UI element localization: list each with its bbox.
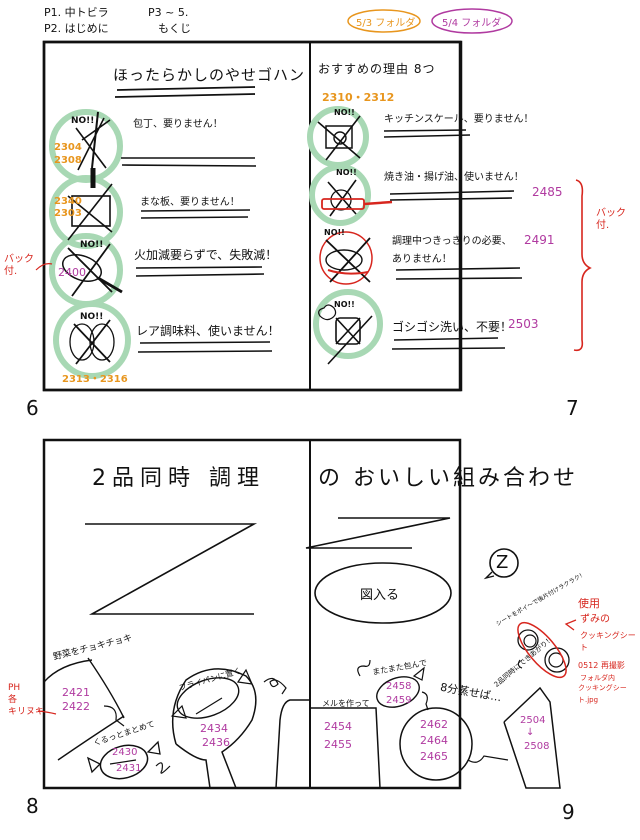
header-note-p1: P1. 中トビラ: [44, 6, 109, 19]
page7-item2-ref: 2485: [532, 185, 563, 199]
page6-item3-ref1: 2400: [58, 266, 86, 279]
page8-note-wrap: くるっとまとめて: [92, 719, 156, 748]
page7-title-refs: 2310・2312: [322, 91, 395, 104]
header-note-p2: P2. はじめに: [44, 22, 109, 35]
page7-item1-no-label: NO!!: [334, 108, 355, 117]
spread-title-right: の おいしい組み合わせ: [318, 466, 578, 491]
header-note-p3-5: P3 ~ 5.: [148, 6, 189, 19]
spread-title-left: 2品同時 調理: [92, 466, 265, 491]
page6-item1-caption: 包丁、要りません！: [133, 119, 223, 130]
page-number-9: 9: [562, 800, 575, 824]
page8-note-place-ref1: 2434: [200, 722, 228, 735]
page-number-8: 8: [26, 794, 39, 818]
page8-note-wrap-ref1: 2430: [112, 747, 138, 758]
page9-note-done-ref2: 2508: [524, 741, 550, 752]
margin-note-left-back: バック 付.: [4, 254, 34, 277]
page6-item3-no-label: NO!!: [80, 240, 104, 250]
page9-note-make-ref1: 2454: [324, 720, 352, 733]
page9-note-make: メルを作って: [322, 699, 370, 708]
page6-title: ほったらかしのやせゴハン: [113, 66, 306, 84]
bubble-letter: Z: [496, 552, 509, 573]
page6-item3-caption: 火加減要らずで、失敗減！: [134, 248, 278, 262]
side-note-line3: クッキングシート: [580, 631, 636, 652]
page6-item4-caption: レア調味料、使いません！: [136, 324, 280, 338]
page9-note-wrap-again: またまた包んで: [371, 658, 428, 677]
folder-tag-5-4: 5/4 フォルダ: [442, 18, 502, 29]
page7-item4-ref: 2503: [508, 317, 539, 331]
figure-placeholder-label: 図入る: [360, 588, 400, 603]
margin-note-right-back: バック 付.: [596, 208, 626, 231]
page7-title: おすすめの理由 8つ: [318, 62, 436, 76]
page8-note-chop-ref2: 2422: [62, 700, 90, 713]
page6-item4-no-label: NO!!: [80, 312, 104, 322]
page8-note-place: フライパンに置く: [178, 666, 243, 693]
page7-item2-no-label: NO!!: [336, 168, 357, 177]
page9-note-make-ref2: 2455: [324, 738, 352, 751]
side-note-line5: フォルダ内: [580, 674, 615, 682]
page9-note-cleanup: シートをポイ～で後片付けラクラク！: [495, 570, 587, 628]
page6-item2-caption: まな板、要りません！: [140, 197, 240, 208]
page-number-6: 6: [26, 396, 39, 420]
page6-item4-ref1: 2313: [62, 374, 90, 385]
page6-item1-ref1: 2304: [54, 142, 82, 153]
page9-note-wrap-again-ref1: 2458: [386, 681, 412, 692]
page6-item2-ref1: 2340: [54, 196, 82, 207]
page6-item1-no-label: NO!!: [71, 116, 95, 126]
page7-item3-no-label: NO!!: [324, 228, 345, 237]
page7-item2-caption: 焼き油・揚げ油、使いません！: [384, 172, 524, 183]
side-note-line2: ずみの: [580, 614, 610, 625]
page9-note-steam-ref1: 2462: [420, 718, 448, 731]
page8-margin-note: PH 各 キリヌキ: [8, 683, 45, 717]
page9-note-steam-ref3: 2465: [420, 750, 448, 763]
header-note-mokuji: もくじ: [158, 22, 191, 35]
page6-item4-refs: 2313・2316: [62, 374, 128, 385]
page8-note-place-ref2: 2436: [202, 736, 230, 749]
page8-note-chop: 野菜をチョキチョキ: [52, 633, 134, 663]
page7-item4-no-label: NO!!: [334, 300, 355, 309]
page6-item4-ref2: 2316: [99, 374, 128, 385]
page9-note-wrap-again-ref2: 2459: [386, 695, 412, 706]
page6-item1-ref2: 2308: [54, 155, 82, 166]
page9-note-steam-ref2: 2464: [420, 734, 448, 747]
page8-note-chop-ref1: 2421: [62, 686, 90, 699]
page9-note-done: 2品同時にできあがり！: [492, 634, 555, 689]
page6-item2-ref2: 2303: [54, 208, 82, 219]
side-note-line4: 0512 再撮影: [578, 661, 625, 670]
page8-note-wrap-ref2: 2431: [116, 763, 142, 774]
page7-item4-caption: ゴシゴシ洗い、不要！: [392, 320, 513, 334]
page7-item3-caption-line2: ありません！: [392, 254, 452, 265]
page9-note-done-sep: ↓: [526, 727, 535, 738]
page7-item3-ref: 2491: [524, 233, 555, 247]
side-note-line1: 使用: [578, 597, 600, 610]
page-number-7: 7: [566, 396, 579, 420]
page7-item1-caption: キッチンスケール、要りません！: [384, 114, 534, 125]
side-note-line6: クッキングシート.jpg: [578, 684, 627, 704]
page9-note-done-ref1: 2504: [520, 715, 546, 726]
page7-item3-caption-line1: 調理中つきっきりの必要、: [392, 236, 512, 247]
folder-tag-5-3: 5/3 フォルダ: [356, 18, 416, 29]
